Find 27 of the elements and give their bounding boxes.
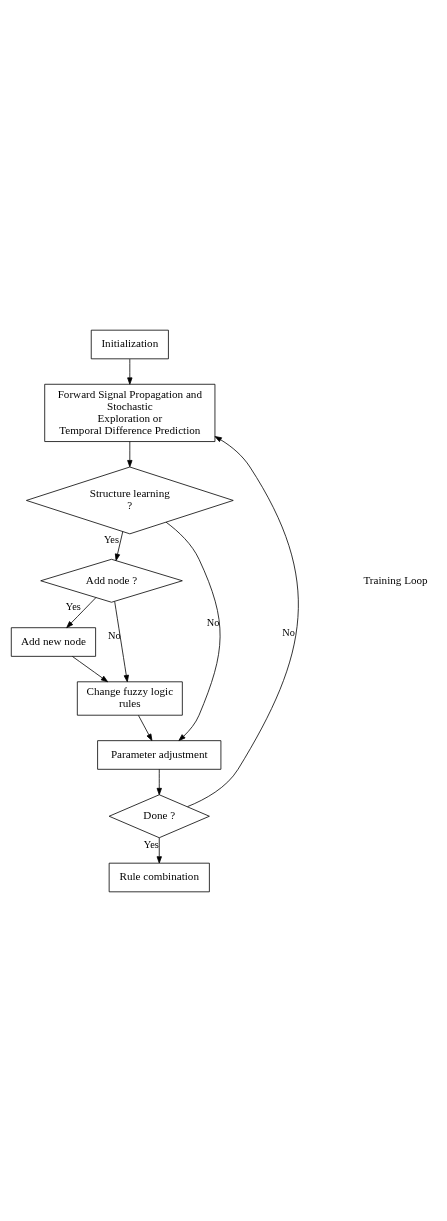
edge-label: Yes (103, 533, 119, 545)
label: Training Loop (363, 573, 428, 586)
arrow (138, 714, 153, 741)
node-box: Add new node (10, 626, 97, 657)
edge-label: Yes (65, 600, 81, 612)
edge-label: Yes (143, 838, 159, 850)
arrow (187, 435, 299, 807)
arrow (71, 655, 109, 682)
node-box: Forward Signal Propagation and Stochastic Exploration or Temporal Difference Prediction (44, 383, 216, 442)
node-box: Parameter adjustment (97, 739, 222, 770)
arrow (127, 358, 133, 385)
edge-label: No (282, 626, 295, 638)
node-diamond: Add node ? (40, 558, 183, 603)
arrow (165, 521, 221, 741)
arrow (156, 837, 162, 863)
arrow (127, 440, 133, 467)
node-box: Rule combination (108, 862, 210, 892)
node-diamond: Done ? (108, 793, 210, 838)
edge-label: No (107, 629, 121, 641)
arrow (114, 530, 124, 561)
arrow (156, 768, 162, 795)
node-box: Initialization (90, 329, 169, 359)
edge-label: No (206, 616, 220, 628)
arrow (114, 600, 129, 682)
node-diamond: Structure learning ? (26, 466, 234, 534)
arrow (66, 596, 97, 628)
node-box: Change fuzzy logic rules (76, 680, 183, 716)
